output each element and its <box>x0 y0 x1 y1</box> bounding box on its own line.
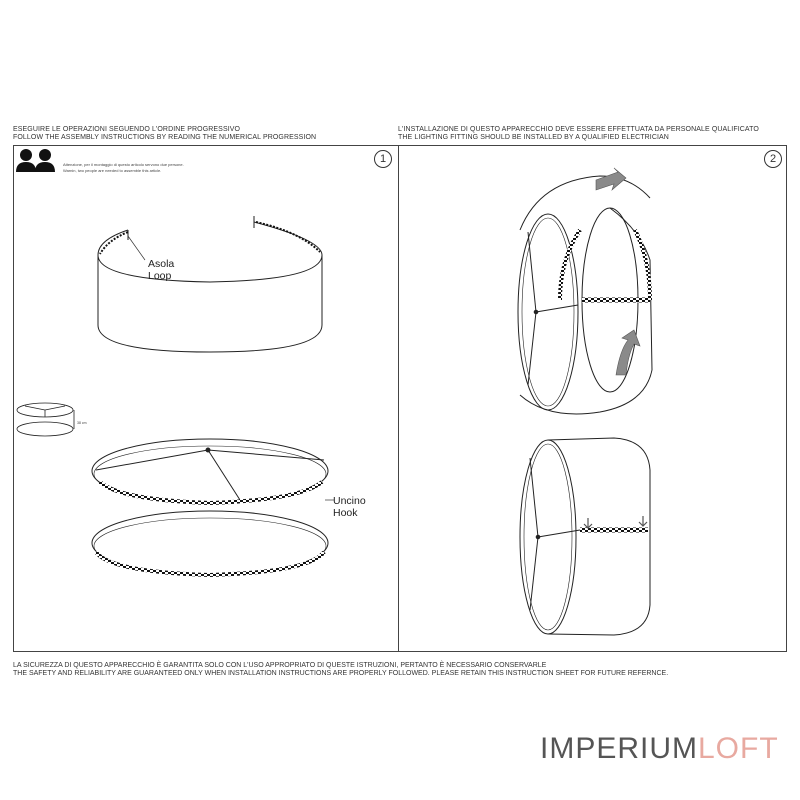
step-1-number: 1 <box>374 150 392 168</box>
step-2-panel <box>398 145 787 652</box>
warning-en: Warnin, two people are needed to assembl… <box>63 168 162 173</box>
ring-dimension-illustration <box>16 402 75 437</box>
hook-label-it: Uncino <box>333 495 366 507</box>
lampshade-drum-open <box>97 216 323 353</box>
footer-safety-en: THE SAFETY AND RELIABILITY ARE GUARANTEE… <box>13 670 669 677</box>
brand-part-1: IMPERIUM <box>540 732 698 765</box>
shade-wrapping-illustration <box>517 175 653 415</box>
bottom-ring <box>91 499 334 578</box>
header-instruction-en: FOLLOW THE ASSEMBLY INSTRUCTIONS BY READ… <box>13 134 317 141</box>
rotate-arrow-top-icon <box>595 167 627 191</box>
step-2-number: 2 <box>764 150 782 168</box>
assembled-drum-illustration <box>519 437 651 636</box>
loop-label-it: Asola <box>148 258 175 270</box>
warning-it: Attenzione, per il montaggio di questo a… <box>63 162 184 167</box>
dimension-label: 38 cm <box>77 421 87 425</box>
top-ring-with-spider <box>91 438 329 506</box>
rotate-arrow-bottom-icon <box>615 329 641 376</box>
brand-logo: IMPERIUMLOFT <box>540 732 779 766</box>
header-installer-en: THE LIGHTING FITTING SHOULD BE INSTALLED… <box>398 134 669 141</box>
footer-safety-it: LA SICUREZZA DI QUESTO APPARECCHIO È GAR… <box>13 662 547 669</box>
brand-part-2: LOFT <box>698 732 779 765</box>
two-people-icon <box>16 149 55 172</box>
header-instruction-it: ESEGUIRE LE OPERAZIONI SEGUENDO L'ORDINE… <box>13 126 241 133</box>
hook-label-en: Hook <box>333 507 358 519</box>
header-installer-it: L'INSTALLAZIONE DI QUESTO APPARECCHIO DE… <box>398 126 759 133</box>
